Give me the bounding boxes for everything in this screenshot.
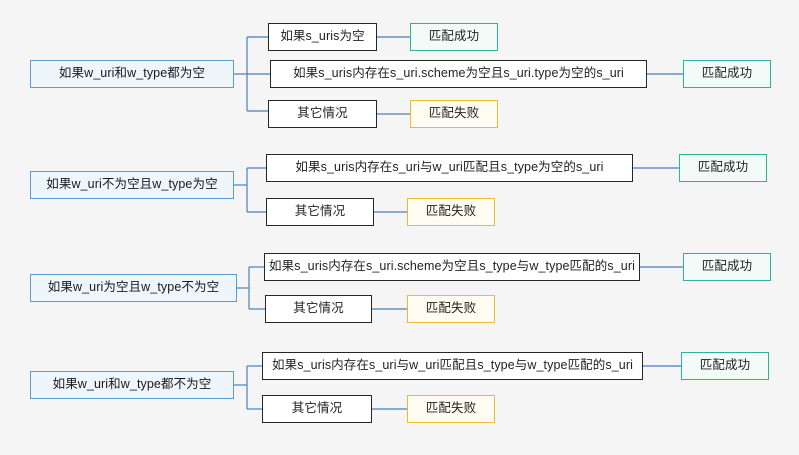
result-node-g4-b1[interactable]: 匹配成功 <box>681 352 769 380</box>
condition-node-g4-b2[interactable]: 其它情况 <box>262 395 372 423</box>
condition-node-g4-b1[interactable]: 如果s_uris内存在s_uri与w_uri匹配且s_type与w_type匹配… <box>262 352 643 380</box>
condition-node-g3-b1[interactable]: 如果s_uris内存在s_uri.scheme为空且s_type与w_type匹… <box>264 253 640 281</box>
result-node-g2-b2[interactable]: 匹配失败 <box>407 198 495 226</box>
result-node-g3-b1[interactable]: 匹配成功 <box>683 253 771 281</box>
condition-node-g1-b3[interactable]: 其它情况 <box>268 100 377 128</box>
root-node-group-3[interactable]: 如果w_uri为空且w_type不为空 <box>30 274 237 302</box>
result-node-g1-b3[interactable]: 匹配失败 <box>410 100 498 128</box>
condition-node-g1-b2[interactable]: 如果s_uris内存在s_uri.scheme为空且s_uri.type为空的s… <box>270 60 647 88</box>
root-node-group-2[interactable]: 如果w_uri不为空且w_type为空 <box>30 171 234 199</box>
result-node-g1-b1[interactable]: 匹配成功 <box>410 23 498 51</box>
condition-node-g2-b2[interactable]: 其它情况 <box>266 198 374 226</box>
condition-node-g2-b1[interactable]: 如果s_uris内存在s_uri与w_uri匹配且s_type为空的s_uri <box>266 154 633 182</box>
root-node-group-4[interactable]: 如果w_uri和w_type都不为空 <box>30 371 234 399</box>
condition-node-g1-b1[interactable]: 如果s_uris为空 <box>268 23 377 51</box>
root-node-group-1[interactable]: 如果w_uri和w_type都为空 <box>30 60 234 88</box>
result-node-g1-b2[interactable]: 匹配成功 <box>683 60 771 88</box>
result-node-g4-b2[interactable]: 匹配失败 <box>407 395 495 423</box>
result-node-g3-b2[interactable]: 匹配失败 <box>407 295 495 323</box>
result-node-g2-b1[interactable]: 匹配成功 <box>679 154 767 182</box>
condition-node-g3-b2[interactable]: 其它情况 <box>265 295 372 323</box>
